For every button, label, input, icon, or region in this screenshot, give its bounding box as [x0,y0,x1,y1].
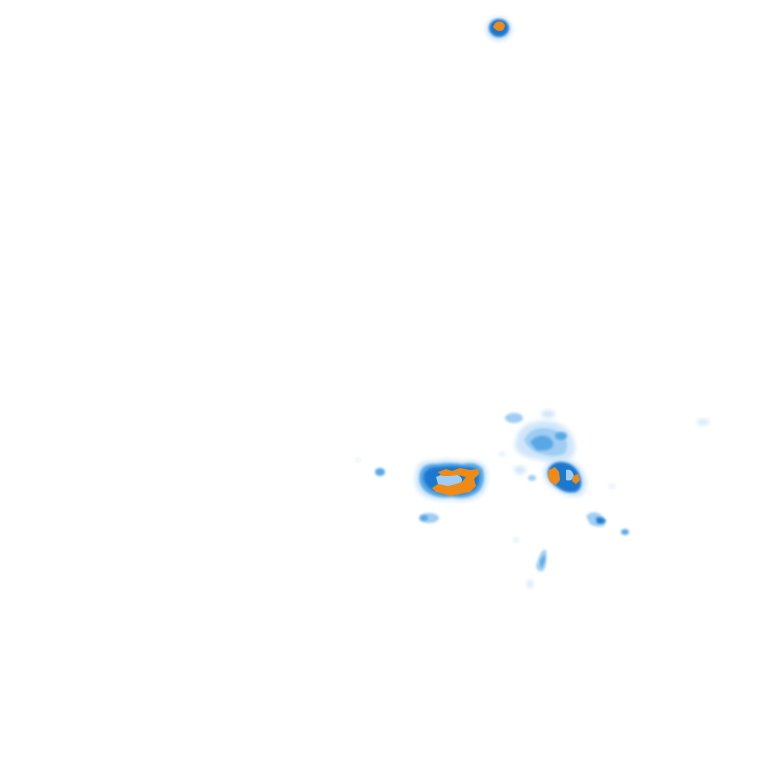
central-north-cluster [505,410,575,463]
scattered-fragments [356,452,615,542]
southern-streak [527,549,547,588]
north-cell [486,17,512,41]
west-cluster [415,459,488,502]
east-cell [543,458,587,497]
southeast-tail [586,419,709,535]
